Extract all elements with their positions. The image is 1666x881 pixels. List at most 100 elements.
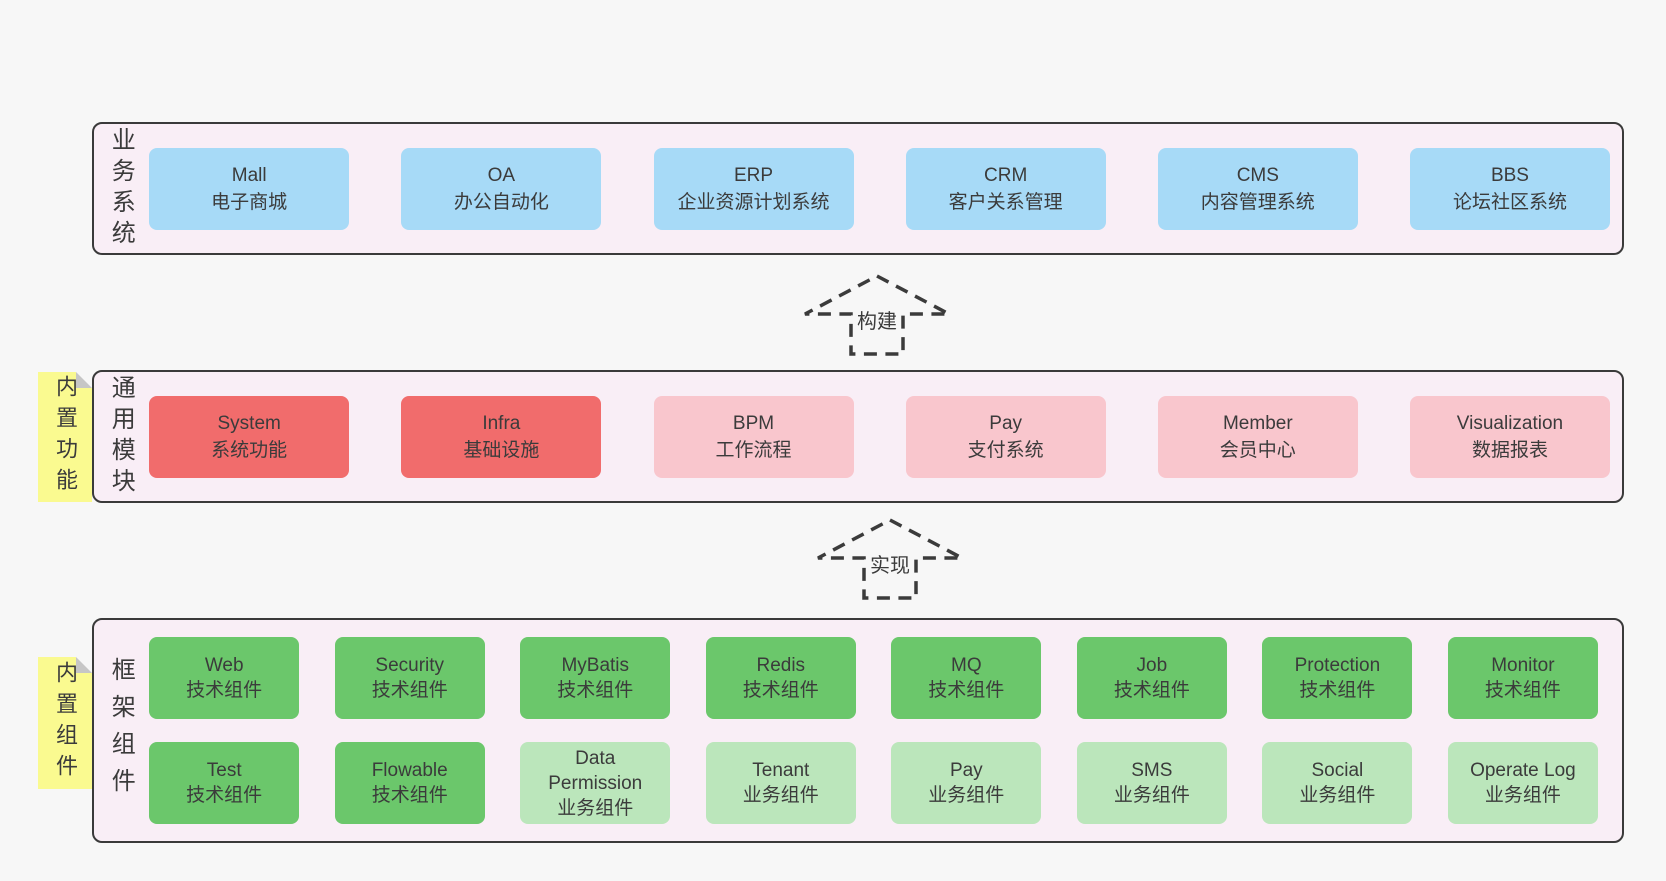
- box-subtitle: 内容管理系统: [1200, 191, 1315, 213]
- box-flowable: Flowable 技术组件: [334, 742, 485, 824]
- box-subtitle: 系统功能: [211, 439, 288, 461]
- box-title: MQ: [951, 655, 982, 676]
- box-title: Pay: [949, 760, 983, 781]
- box-mybatis: MyBatis 技术组件: [520, 637, 671, 719]
- box-subtitle: 技术组件: [186, 680, 263, 701]
- box-sms: SMS 业务组件: [1076, 742, 1227, 824]
- box-visualization: Visualization 数据报表: [1409, 395, 1610, 478]
- box-title: CRM: [984, 164, 1028, 186]
- box-subtitle: 企业资源计划系统: [677, 191, 830, 213]
- box-test: Test 技术组件: [149, 742, 300, 824]
- box-title: SMS: [1131, 760, 1173, 781]
- box-subtitle: 技术组件: [742, 680, 819, 701]
- box-bpm: BPM 工作流程: [653, 395, 854, 478]
- box-subtitle: 业务组件: [928, 785, 1005, 806]
- box-title: Social: [1311, 760, 1364, 781]
- layer-common-modules: 通用模块 System 系统功能 Infra 基础设施 BPM 工作流程 Pay…: [92, 370, 1624, 503]
- framework-boxes-rows: Web 技术组件 Security 技术组件 MyBatis 技术组件 Redi…: [133, 637, 1622, 824]
- box-subtitle: 业务组件: [1484, 785, 1561, 806]
- box-title: Mall: [231, 164, 267, 186]
- box-subtitle: 办公自动化: [453, 191, 549, 213]
- box-data-permission: Data Permission 业务组件: [520, 742, 671, 824]
- box-subtitle: 技术组件: [186, 785, 263, 806]
- box-tenant: Tenant 业务组件: [705, 742, 856, 824]
- layer-label-business: 业务系统: [107, 126, 135, 251]
- box-title: OA: [487, 164, 516, 186]
- box-title: Member: [1222, 412, 1293, 434]
- box-title: Redis: [756, 655, 806, 676]
- box-subtitle: 业务组件: [1299, 785, 1376, 806]
- box-monitor: Monitor 技术组件: [1447, 637, 1598, 719]
- box-title: Operate Log: [1470, 760, 1576, 781]
- box-title: MyBatis: [561, 655, 630, 676]
- box-web: Web 技术组件: [149, 637, 300, 719]
- arrow-build-label: 构建: [854, 305, 900, 334]
- box-subtitle: 技术组件: [1299, 680, 1376, 701]
- box-title: Pay: [989, 412, 1023, 434]
- box-subtitle: 业务组件: [1113, 785, 1190, 806]
- box-infra: Infra 基础设施: [401, 395, 602, 478]
- box-erp: ERP 企业资源计划系统: [653, 147, 854, 230]
- box-title: Tenant: [752, 760, 810, 781]
- box-operate-log: Operate Log 业务组件: [1447, 742, 1598, 824]
- box-mq: MQ 技术组件: [891, 637, 1042, 719]
- box-subtitle: 技术组件: [371, 785, 448, 806]
- box-cms: CMS 内容管理系统: [1157, 147, 1358, 230]
- box-pay-module: Pay 支付系统: [905, 395, 1106, 478]
- box-bbs: BBS 论坛社区系统: [1409, 147, 1610, 230]
- box-title: ERP: [733, 164, 774, 186]
- box-subtitle: 数据报表: [1471, 439, 1548, 461]
- box-title: CMS: [1236, 164, 1279, 186]
- box-pay-component: Pay 业务组件: [891, 742, 1042, 824]
- box-subtitle: 业务组件: [557, 797, 634, 819]
- box-title: Infra: [482, 412, 521, 434]
- business-boxes-row: Mall 电子商城 OA 办公自动化 ERP 企业资源计划系统 CRM 客户关系…: [133, 147, 1622, 230]
- sticky-note-built-in-components: 内置组件: [38, 657, 92, 789]
- box-system: System 系统功能: [149, 395, 350, 478]
- box-oa: OA 办公自动化: [401, 147, 602, 230]
- framework-row-1: Web 技术组件 Security 技术组件 MyBatis 技术组件 Redi…: [149, 637, 1598, 719]
- box-subtitle: 技术组件: [928, 680, 1005, 701]
- box-title: Job: [1136, 655, 1168, 676]
- box-title: Flowable: [371, 760, 448, 781]
- box-subtitle: 客户关系管理: [948, 191, 1063, 213]
- box-mall: Mall 电子商城: [149, 147, 350, 230]
- box-subtitle: 工作流程: [715, 439, 792, 461]
- sticky-note-text: 内置组件: [53, 661, 78, 785]
- box-subtitle: 论坛社区系统: [1452, 191, 1567, 213]
- box-subtitle: 会员中心: [1219, 439, 1296, 461]
- box-title: BBS: [1490, 164, 1529, 186]
- box-subtitle: 技术组件: [1484, 680, 1561, 701]
- layer-label-framework: 框架组件: [107, 656, 135, 805]
- modules-boxes-row: System 系统功能 Infra 基础设施 BPM 工作流程 Pay 支付系统…: [133, 395, 1622, 478]
- box-title: Monitor: [1491, 655, 1555, 676]
- box-member: Member 会员中心: [1157, 395, 1358, 478]
- box-subtitle: 技术组件: [371, 680, 448, 701]
- box-crm: CRM 客户关系管理: [905, 147, 1106, 230]
- layer-business-systems: 业务系统 Mall 电子商城 OA 办公自动化 ERP 企业资源计划系统 CRM…: [92, 122, 1624, 255]
- layer-label-modules: 通用模块: [107, 374, 135, 499]
- box-subtitle: 业务组件: [742, 785, 819, 806]
- box-job: Job 技术组件: [1076, 637, 1227, 719]
- layer-framework-components: 框架组件 Web 技术组件 Security 技术组件 MyBatis 技术组件…: [92, 618, 1624, 843]
- box-subtitle: 基础设施: [463, 439, 540, 461]
- box-protection: Protection 技术组件: [1262, 637, 1413, 719]
- box-subtitle: 技术组件: [557, 680, 634, 701]
- box-title: Protection: [1294, 655, 1381, 676]
- sticky-note-text: 内置功能: [53, 375, 78, 499]
- box-social: Social 业务组件: [1262, 742, 1413, 824]
- box-redis: Redis 技术组件: [705, 637, 856, 719]
- box-title: Visualization: [1456, 412, 1564, 434]
- box-subtitle: 电子商城: [211, 191, 288, 213]
- box-subtitle: 技术组件: [1113, 680, 1190, 701]
- box-title: Test: [206, 760, 242, 781]
- box-title: System: [217, 412, 281, 434]
- framework-row-2: Test 技术组件 Flowable 技术组件 Data Permission …: [149, 742, 1598, 824]
- arrow-implement: 实现: [816, 518, 964, 600]
- box-title: BPM: [732, 412, 775, 434]
- up-arrow-icon: [804, 274, 950, 356]
- arrow-implement-label: 实现: [867, 549, 913, 578]
- up-arrow-icon: [817, 518, 963, 600]
- box-security: Security 技术组件: [334, 637, 485, 719]
